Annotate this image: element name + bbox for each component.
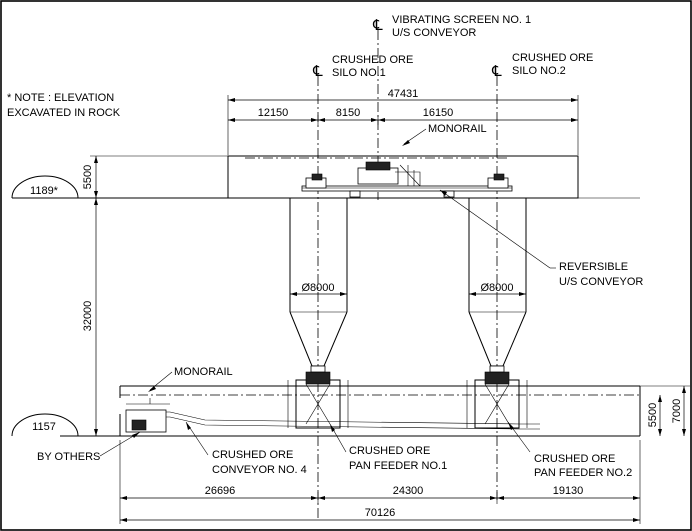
upper-building [90, 155, 640, 199]
silo-1: Ø8000 [289, 198, 348, 367]
elev-mark-lower [11, 413, 79, 437]
monorail-top-label: MONORAIL [428, 123, 487, 135]
feeder2-label: CRUSHED ORE [534, 453, 615, 465]
by-others-label: BY OTHERS [37, 451, 100, 463]
lower-building [60, 365, 641, 437]
screen-centerline-symbol: ℄ [372, 17, 383, 34]
elev-mark-upper-value: 1189* [30, 185, 59, 197]
silo1-diameter: Ø8000 [301, 282, 334, 294]
dim-top-mid: 8150 [336, 107, 360, 119]
note-label: * NOTE : ELEVATION [7, 92, 114, 104]
conveyor4-label-2: CONVEYOR NO. 4 [212, 464, 307, 476]
dim-top-overall: 47431 [388, 88, 419, 100]
feeder1-label-2: PAN FEEDER NO.1 [349, 460, 447, 472]
dim-bottom-right: 19130 [553, 485, 584, 497]
vibrating-screen-label: VIBRATING SCREEN NO. 1 [392, 14, 531, 26]
screen-building-outline [227, 155, 579, 199]
silo1-centerline-symbol: ℄ [312, 63, 323, 80]
note-label-2: EXCAVATED IN ROCK [7, 107, 121, 119]
bottom-dimensions: 26696 24300 19130 70126 [119, 440, 641, 524]
feeder2-label-2: PAN FEEDER NO.2 [534, 467, 632, 479]
dim-elev-height: 32000 [82, 301, 94, 332]
silo2-label-2: SILO NO.2 [512, 65, 566, 77]
dim-bottom-left: 26696 [205, 485, 236, 497]
monorail-bottom-label: MONORAIL [174, 366, 233, 378]
left-vertical-dimensions: 5500 32000 [82, 156, 98, 436]
silo2-diameter: Ø8000 [480, 282, 513, 294]
feeder1-label: CRUSHED ORE [349, 445, 430, 457]
reversible-label: REVERSIBLE [559, 261, 628, 273]
top-dimensions: 47431 12150 8150 16150 [227, 88, 579, 155]
reversible-label-2: U/S CONVEYOR [559, 276, 643, 288]
silo1-label: CRUSHED ORE [332, 54, 413, 66]
dim-top-left: 12150 [258, 107, 289, 119]
dim-bottom-mid: 24300 [393, 485, 424, 497]
silo-2: Ø8000 [468, 198, 527, 367]
silo2-centerline-symbol: ℄ [491, 63, 502, 80]
dim-elev-lower: 5500 [647, 403, 659, 427]
silo1-label-2: SILO NO.1 [332, 67, 386, 79]
silo2-label: CRUSHED ORE [512, 52, 593, 64]
right-vertical-dimensions: 5500 7000 [640, 385, 690, 436]
vibrating-screen-label-2: U/S CONVEYOR [392, 27, 476, 39]
conveyor4-label: CRUSHED ORE [212, 449, 293, 461]
elev-mark-lower-value: 1157 [32, 421, 56, 433]
dim-top-right: 16150 [423, 107, 454, 119]
dim-bottom-overall: 70126 [365, 507, 396, 519]
elev-mark-upper [11, 175, 79, 199]
dim-elev-total: 7000 [671, 399, 683, 423]
dim-elev-upper: 5500 [82, 165, 94, 189]
